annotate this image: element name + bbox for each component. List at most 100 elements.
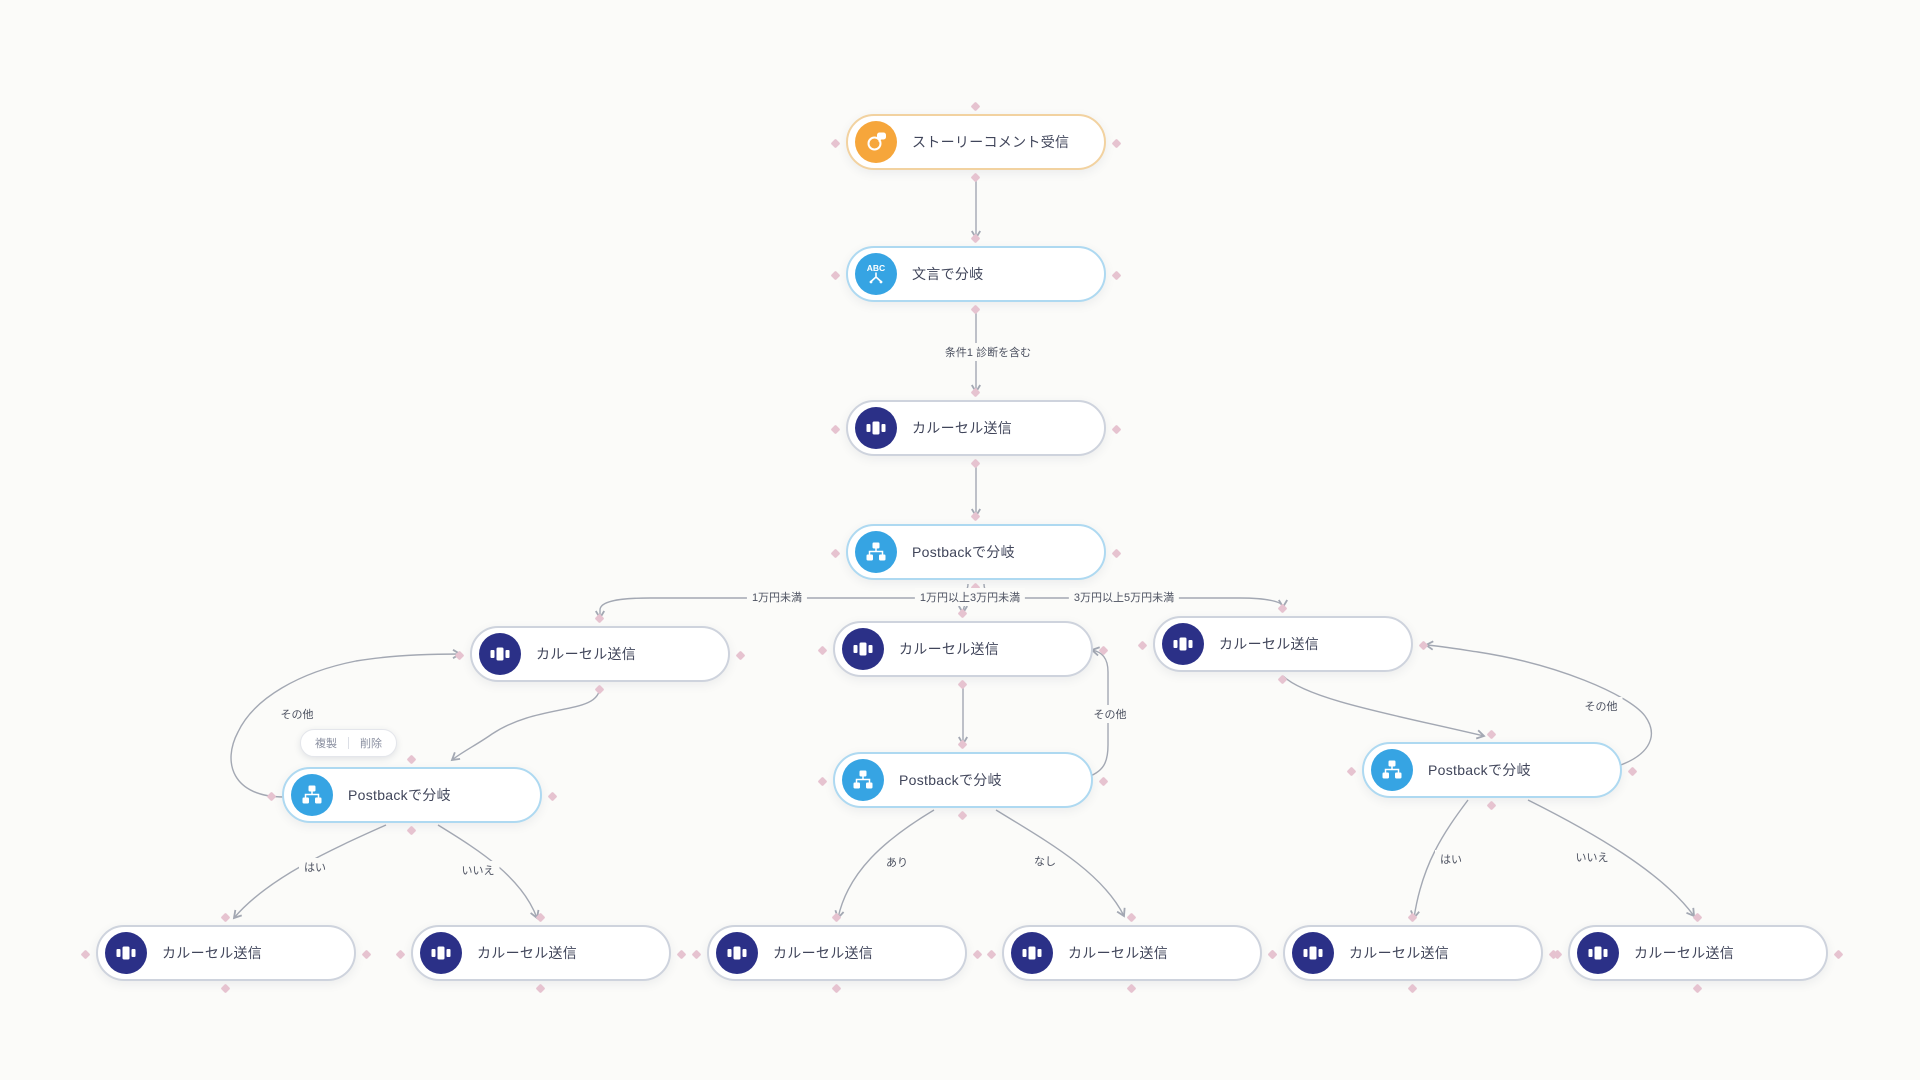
connector-handle-top[interactable] [831, 912, 842, 923]
connector-handle-bottom[interactable] [957, 810, 968, 821]
connector-handle-left[interactable] [1346, 766, 1357, 777]
connector-handle-left[interactable] [817, 645, 828, 656]
edge-label-condition-1: 条件1 診断を含む [939, 343, 1037, 361]
node-carousel-top[interactable]: カルーセル送信 [830, 387, 1122, 469]
edge-label-10k-to-30k: 1万円以上3万円未満 [914, 588, 1026, 606]
connector-handle-top[interactable] [1486, 729, 1497, 740]
node-carousel-bottom-2[interactable]: カルーセル送信 [395, 912, 687, 994]
carousel-icon [1577, 932, 1619, 974]
connector-handle-right[interactable] [1111, 548, 1122, 559]
node-postback-main[interactable]: Postbackで分岐 [830, 511, 1122, 593]
delete-button[interactable]: 削除 [360, 735, 382, 751]
node-carousel-left[interactable]: カルーセル送信 [454, 613, 746, 695]
connector-handle-top[interactable] [594, 613, 605, 624]
connector-handle-right[interactable] [1833, 949, 1844, 960]
carousel-icon [420, 932, 462, 974]
carousel-icon [855, 407, 897, 449]
connector-handle-left[interactable] [266, 791, 277, 802]
node-carousel-bottom-4[interactable]: カルーセル送信 [986, 912, 1278, 994]
connector-handle-bottom[interactable] [1692, 983, 1703, 994]
connector-handle-top[interactable] [1126, 912, 1137, 923]
connector-handle-top[interactable] [957, 739, 968, 750]
connector-handle-top[interactable] [1692, 912, 1703, 923]
connector-handle-bottom[interactable] [1486, 800, 1497, 811]
connector-handle-right[interactable] [361, 949, 372, 960]
connector-handle-right[interactable] [1111, 270, 1122, 281]
node-story-comment-trigger[interactable]: ストーリーコメント受信 [830, 101, 1122, 183]
edge-label-other-mid: その他 [1088, 705, 1132, 723]
node-carousel-bottom-5[interactable]: カルーセル送信 [1267, 912, 1559, 994]
connector-handle-left[interactable] [454, 650, 465, 661]
edge-label-under-10k: 1万円未満 [746, 588, 808, 606]
connector-handle-right[interactable] [1098, 776, 1109, 787]
connector-handle-bottom[interactable] [1407, 983, 1418, 994]
connector-handle-right[interactable] [1111, 424, 1122, 435]
node-carousel-right[interactable]: カルーセル送信 [1137, 603, 1429, 685]
connector-handle-bottom[interactable] [970, 304, 981, 315]
node-label: Postbackで分岐 [1428, 762, 1531, 778]
node-label: Postbackで分岐 [348, 787, 451, 803]
connector-handle-right[interactable] [547, 791, 558, 802]
connector-handle-top[interactable] [970, 511, 981, 522]
svg-text:ABC: ABC [867, 263, 885, 273]
connector-handle-left[interactable] [830, 138, 841, 149]
connector-handle-left[interactable] [817, 776, 828, 787]
connector-handle-top[interactable] [535, 912, 546, 923]
node-carousel-bottom-1[interactable]: カルーセル送信 [80, 912, 372, 994]
connector-handle-bottom[interactable] [957, 679, 968, 690]
connector-handle-right[interactable] [735, 650, 746, 661]
connector-handle-right[interactable] [1627, 766, 1638, 777]
node-label: カルーセル送信 [477, 945, 578, 961]
connector-handle-top[interactable] [970, 387, 981, 398]
connector-handle-right[interactable] [1098, 645, 1109, 656]
node-label: カルーセル送信 [773, 945, 874, 961]
connector-handle-left[interactable] [1137, 640, 1148, 651]
connector-handle-bottom[interactable] [406, 825, 417, 836]
node-postback-right[interactable]: Postbackで分岐 [1346, 729, 1638, 811]
connector-handle-left[interactable] [986, 949, 997, 960]
postback-icon [1371, 749, 1413, 791]
connector-handle-left[interactable] [691, 949, 702, 960]
connector-handle-top[interactable] [1277, 603, 1288, 614]
connector-handle-bottom[interactable] [594, 684, 605, 695]
node-label: カルーセル送信 [912, 420, 1013, 436]
connector-handle-bottom[interactable] [970, 458, 981, 469]
node-carousel-mid[interactable]: カルーセル送信 [817, 608, 1109, 690]
carousel-icon [1162, 623, 1204, 665]
connector-handle-left[interactable] [1267, 949, 1278, 960]
connector-handle-top[interactable] [220, 912, 231, 923]
connector-handle-top[interactable] [957, 608, 968, 619]
connector-handle-right[interactable] [1111, 138, 1122, 149]
postback-icon [855, 531, 897, 573]
connector-handle-bottom[interactable] [831, 983, 842, 994]
connector-handle-left[interactable] [830, 548, 841, 559]
node-carousel-bottom-3[interactable]: カルーセル送信 [691, 912, 983, 994]
edge-label-not-exists: なし [1029, 852, 1061, 870]
connector-handle-bottom[interactable] [535, 983, 546, 994]
node-postback-left[interactable]: Postbackで分岐 [266, 754, 558, 836]
connector-handle-left[interactable] [830, 424, 841, 435]
connector-handle-left[interactable] [80, 949, 91, 960]
connector-handle-bottom[interactable] [1126, 983, 1137, 994]
connector-handle-bottom[interactable] [1277, 674, 1288, 685]
edge-label-yes-right: はい [1435, 850, 1467, 868]
node-text-branch[interactable]: ABC 文言で分岐 [830, 233, 1122, 315]
edge-label-other-left: その他 [275, 705, 319, 723]
connector-handle-right[interactable] [972, 949, 983, 960]
connector-handle-top[interactable] [1407, 912, 1418, 923]
connector-handle-bottom[interactable] [970, 172, 981, 183]
story-comment-icon [855, 121, 897, 163]
duplicate-button[interactable]: 複製 [315, 735, 337, 751]
connector-handle-left[interactable] [830, 270, 841, 281]
connector-handle-bottom[interactable] [220, 983, 231, 994]
node-postback-mid[interactable]: Postbackで分岐 [817, 739, 1109, 821]
node-carousel-bottom-6[interactable]: カルーセル送信 [1552, 912, 1844, 994]
connector-handle-top[interactable] [970, 233, 981, 244]
connector-handle-right[interactable] [676, 949, 687, 960]
connector-handle-left[interactable] [395, 949, 406, 960]
edge-label-other-right: その他 [1579, 697, 1623, 715]
connector-handle-top[interactable] [970, 101, 981, 112]
connector-handle-top[interactable] [406, 754, 417, 765]
connector-handle-right[interactable] [1418, 640, 1429, 651]
